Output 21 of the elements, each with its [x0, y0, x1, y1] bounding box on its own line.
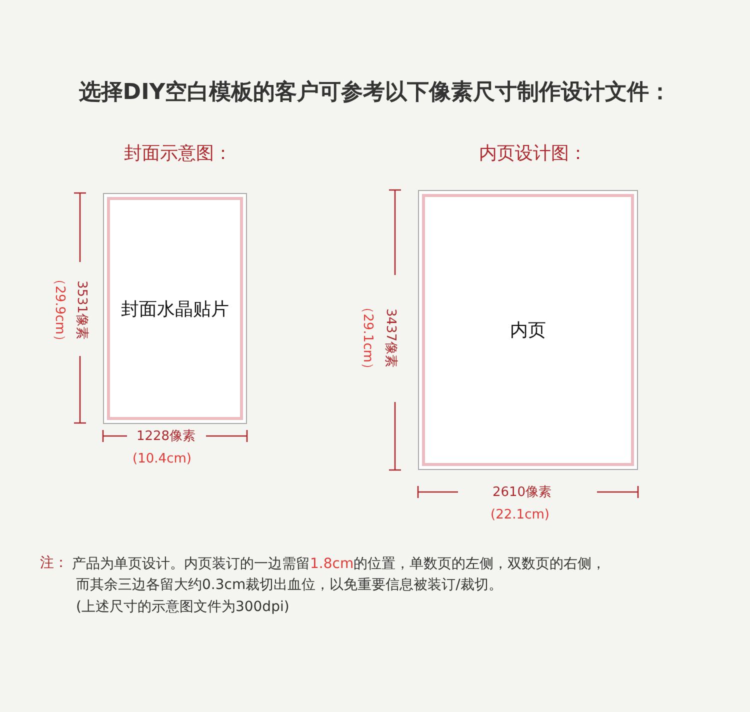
note-text: (上述尺寸的示意图文件为300dpi) — [76, 598, 290, 616]
page-box — [418, 190, 638, 470]
dimension-label: (22.1cm) — [490, 508, 550, 522]
dimension-label: （29.1cm） — [359, 300, 376, 376]
dimension-label: 2610像素 — [492, 484, 552, 501]
page-label: 内页 — [510, 319, 546, 342]
dimension-label: 3437像素 — [382, 308, 399, 368]
page-box — [103, 193, 247, 424]
note-text: 产品为单页设计。内页装订的一边需留 — [72, 556, 310, 572]
section-heading: 内页设计图： — [479, 142, 587, 165]
dimension-label: （29.9cm） — [51, 272, 68, 348]
dimension-label: 1228像素 — [136, 428, 196, 445]
page-label: 封面水晶贴片 — [121, 298, 229, 320]
note-text: 而其余三边各留大约0.3cm裁切出血位，以免重要信息被装订/裁切。 — [76, 576, 502, 594]
dimension-label: 3531像素 — [73, 280, 90, 340]
note-text: 的位置，单数页的左侧，双数页的右侧， — [354, 556, 606, 572]
section-heading: 封面示意图： — [124, 142, 232, 165]
dimension-label: (10.4cm) — [132, 452, 192, 466]
note-highlight: 1.8cm — [310, 556, 354, 572]
title: 选择DIY空白模板的客户可参考以下像素尺寸制作设计文件： — [78, 78, 672, 107]
note-label: 注： — [40, 554, 68, 572]
